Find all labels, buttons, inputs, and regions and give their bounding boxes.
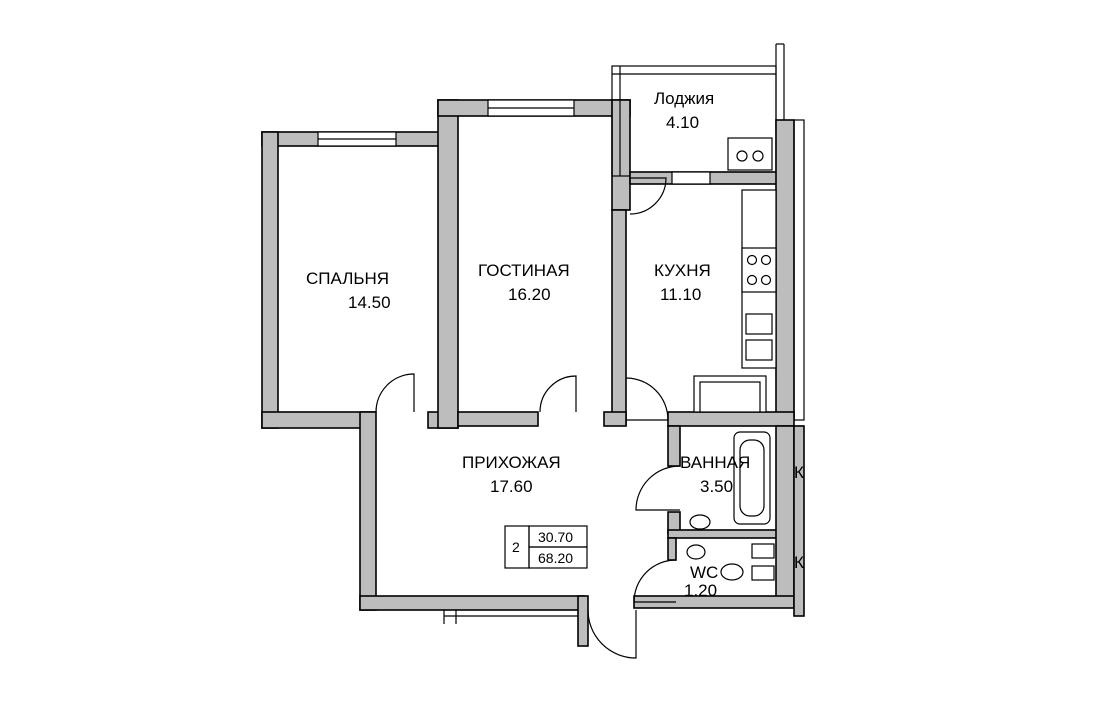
- kitchen-fixtures: [693, 137, 777, 413]
- label-bedroom-area: 14.50: [348, 293, 391, 312]
- label-outside-2: К: [794, 553, 804, 572]
- burner-3: [746, 274, 758, 286]
- wall-living-right-lower: [611, 209, 627, 426]
- kitchen-sink-2: [745, 339, 773, 361]
- area-summary-table: 2 30.70 68.20: [504, 525, 588, 569]
- label-loggia-name: Лоджия: [654, 89, 714, 108]
- label-bath-name: ВАННАЯ: [680, 453, 750, 472]
- wall-bedroom-bottom: [261, 411, 375, 429]
- label-wc-area: 1.20: [684, 581, 717, 600]
- label-living-name: ГОСТИНАЯ: [478, 261, 570, 280]
- door-entry: [587, 609, 637, 659]
- wall-hall-bottom: [359, 595, 585, 611]
- wall-wc-left: [667, 537, 677, 561]
- label-bath-area: 3.50: [700, 477, 733, 496]
- wall-hall-left: [359, 411, 377, 611]
- summary-rooms-count: 2: [512, 539, 520, 555]
- door-wc: [633, 559, 677, 603]
- walls: [261, 43, 805, 647]
- wall-living-bottom-right: [603, 411, 627, 427]
- kitchen-sink-1: [745, 313, 773, 335]
- door-living: [539, 375, 577, 413]
- room-labels: СПАЛЬНЯ 14.50 ГОСТИНАЯ 16.20 КУХНЯ 11.10…: [306, 89, 804, 600]
- wall-entry-jamb: [577, 595, 589, 647]
- bath-fixtures: [686, 431, 775, 581]
- wall-living-right: [611, 99, 631, 211]
- label-hall-area: 17.60: [490, 477, 533, 496]
- burner-4: [760, 274, 772, 286]
- label-kitchen-name: КУХНЯ: [654, 261, 711, 280]
- wc-cabinet-1: [751, 543, 775, 559]
- wall-kitchen-bottom: [667, 411, 795, 427]
- wall-bedroom-living: [437, 99, 459, 429]
- label-wc-name: WC: [690, 563, 718, 582]
- wall-bath-bottom: [667, 529, 779, 539]
- doors: [375, 177, 681, 659]
- label-outside-1: К: [794, 463, 804, 482]
- label-kitchen-area: 11.10: [660, 285, 701, 304]
- wall-kitchen-right: [775, 119, 795, 421]
- stove: [741, 247, 777, 293]
- bath-sink: [689, 514, 711, 530]
- burner-2: [760, 254, 772, 266]
- door-bedroom: [375, 373, 415, 413]
- wall-living-bottom: [457, 411, 539, 427]
- summary-living-area: 30.70: [538, 529, 573, 545]
- wall-bath-left: [667, 425, 681, 467]
- wc-sink: [686, 544, 706, 560]
- wc-cabinet-2: [751, 565, 775, 581]
- door-bath: [635, 465, 681, 511]
- label-loggia-area: 4.10: [666, 113, 699, 132]
- neighbor-wall: [793, 425, 805, 617]
- summary-total-area: 68.20: [538, 550, 573, 566]
- wall-bedroom-left: [261, 131, 279, 429]
- toilet: [720, 563, 744, 581]
- label-bedroom-name: СПАЛЬНЯ: [306, 269, 389, 288]
- wall-bath-right: [775, 425, 795, 607]
- label-living-area: 16.20: [508, 285, 551, 304]
- window-kitchen: [671, 171, 711, 185]
- loggia-appliance: [727, 137, 773, 171]
- facade-strip: [793, 119, 805, 421]
- label-hall-name: ПРИХОЖАЯ: [462, 453, 561, 472]
- door-loggia: [629, 177, 667, 215]
- burner-1: [746, 254, 758, 266]
- door-kitchen: [625, 377, 669, 421]
